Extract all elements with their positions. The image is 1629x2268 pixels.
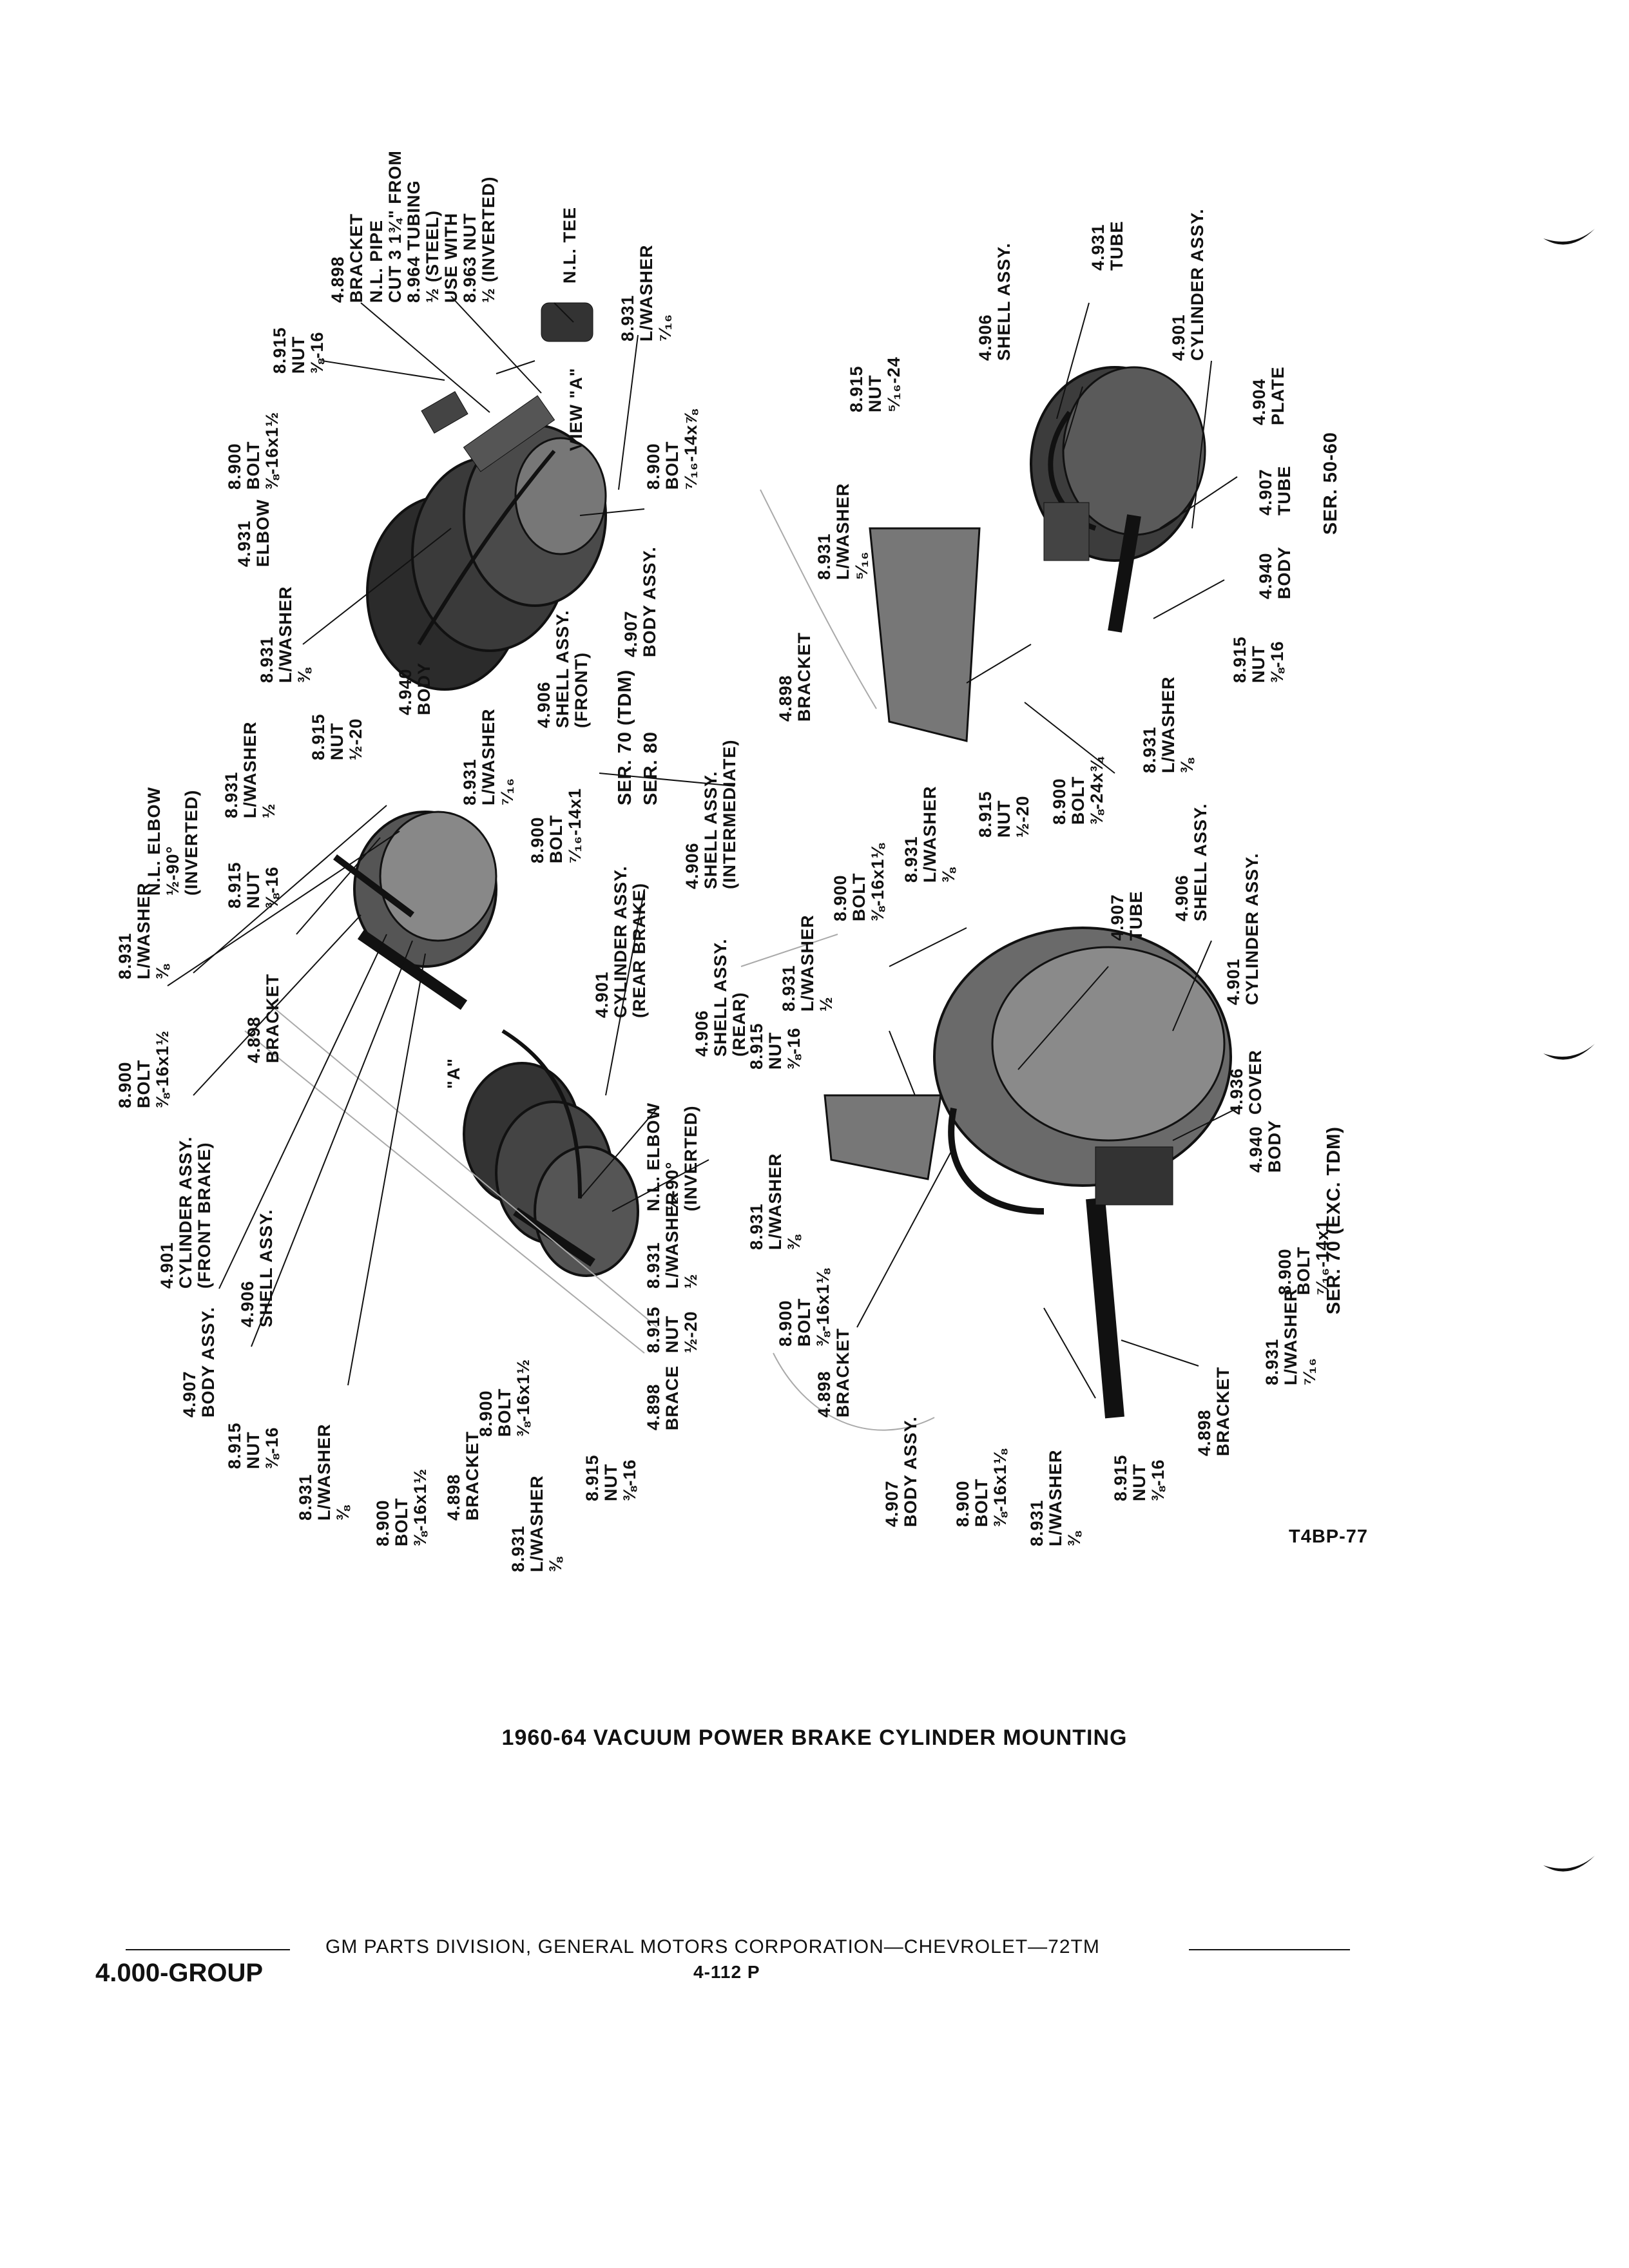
binder-mark-2: [1543, 1044, 1595, 1060]
label-nl-tee: N.L. TEE: [560, 206, 579, 284]
label-lwasher-r3: 8.931 L/WASHER ½: [779, 914, 836, 1012]
label-bracket-big: 4.898 BRACKET: [815, 1328, 853, 1418]
label-cover: 4.936 COVER: [1227, 1049, 1265, 1115]
label-lwasher-38-mid: 8.931 L/WASHER ⅜: [115, 882, 172, 979]
label-lwasher-low2: 8.931 L/WASHER ⅜: [508, 1475, 565, 1572]
label-a-mark: "A": [444, 1057, 463, 1089]
group-number: 4.000-GROUP: [95, 1959, 264, 1987]
label-ser-70-tdm: SER. 70 (TDM): [615, 669, 635, 805]
label-body-assy-l: 4.907 BODY ASSY.: [180, 1306, 218, 1418]
label-bolt-low2: 8.900 BOLT ⅜-16x1½: [476, 1358, 533, 1437]
label-lwasher-big: 8.931 L/WASHER ⅜: [747, 1153, 804, 1250]
label-shell-assy-l: 4.906 SHELL ASSY.: [238, 1209, 276, 1327]
label-nut-top: 8.915 NUT ⅜-16: [270, 327, 327, 374]
label-tube-big: 4.907 TUBE: [1108, 890, 1146, 941]
label-cyl-big: 4.901 CYLINDER ASSY.: [1224, 852, 1262, 1005]
label-nut-big: 8.915 NUT ⅜-16: [1111, 1454, 1168, 1501]
label-cyl-rear: 4.901 CYLINDER ASSY. (REAR BRAKE): [592, 865, 649, 1018]
label-bolt-low1: 8.900 BOLT ⅜-16x1½: [373, 1468, 430, 1546]
label-cyl-r-top: 4.901 CYLINDER ASSY.: [1169, 208, 1207, 361]
label-lwasher-r: 8.931 L/WASHER ⅜: [1140, 676, 1197, 773]
figure-caption: 1960-64 VACUUM POWER BRAKE CYLINDER MOUN…: [501, 1725, 1128, 1750]
label-bolt-r2: 8.900 BOLT ⅜-16x1⅛: [831, 843, 887, 921]
label-bolt-716: 8.900 BOLT ⁷⁄₁₆-14x⅞: [644, 409, 700, 490]
label-bracket-low1: 4.898 BRACKET: [444, 1431, 482, 1521]
label-bolt-716-1: 8.900 BOLT ⁷⁄₁₆-14x1: [528, 787, 584, 863]
label-body-mid: 4.940 BODY: [396, 662, 434, 715]
label-nut-low2: 8.915 NUT ⅜-16: [583, 1454, 639, 1501]
figure-code: T4BP-77: [1289, 1526, 1369, 1547]
label-bolt-mid: 8.900 BOLT ⅜-16x1½: [115, 1030, 172, 1108]
label-cyl-front: 4.901 CYLINDER ASSY. (FRONT BRAKE): [157, 1136, 214, 1289]
label-bolt-big3: 8.900 BOLT ⅜-16x1⅛: [953, 1448, 1010, 1527]
label-nut-516: 8.915 NUT ⁵⁄₁₆-24: [847, 356, 903, 412]
booster-right-top-drawing: [869, 366, 1206, 742]
label-nut-r2: 8.915 NUT ½-20: [976, 791, 1032, 838]
label-bracket-mid: 4.898 BRACKET: [244, 974, 282, 1063]
label-tube-r-mid: 4.907 TUBE: [1256, 465, 1294, 516]
label-bracket-big2: 4.898 BRACKET: [1195, 1367, 1233, 1456]
label-nut-mid: 8.915 NUT ⅜-16: [225, 861, 282, 908]
label-bolt-r: 8.900 BOLT ⅜-24x¾: [1050, 756, 1106, 825]
label-bracket-r: 4.898 BRACKET: [776, 632, 814, 722]
label-nl-elbow-top: N.L. ELBOW ½-90° (INVERTED): [144, 787, 201, 896]
label-lwasher-716-top: 8.931 L/WASHER ⁷⁄₁₆: [618, 244, 675, 341]
label-lwasher-516: 8.931 L/WASHER ⁵⁄₁₆: [815, 483, 871, 580]
label-plate: 4.904 PLATE: [1249, 366, 1287, 426]
label-body-top: 4.907 BODY ASSY.: [621, 546, 659, 657]
binder-mark-1: [1543, 229, 1595, 245]
label-nut-half20: 8.915 NUT ½-20: [309, 713, 365, 760]
label-shell-inter: 4.906 SHELL ASSY. (INTERMEDIATE): [682, 739, 739, 889]
label-lwasher-r2: 8.931 L/WASHER ⅜: [901, 785, 958, 883]
label-lwasher-big3: 8.931 L/WASHER ⅜: [1027, 1449, 1084, 1546]
label-lwasher-half: 8.931 L/WASHER ½: [222, 721, 278, 818]
label-nut-low1: 8.915 NUT ⅜-16: [225, 1422, 282, 1469]
footer-division: GM PARTS DIVISION, GENERAL MOTORS CORPOR…: [325, 1936, 1100, 1957]
footer-rule-right: [1189, 1949, 1350, 1950]
label-elbow-top: 4.931 ELBOW: [235, 499, 273, 568]
label-ser-80: SER. 80: [641, 731, 661, 805]
label-bolt-top: 8.900 BOLT ⅜-16x1½: [225, 411, 282, 490]
booster-middle-left-drawing: [333, 811, 497, 1010]
label-bolt-big2: 8.900 BOLT ⁷⁄₁₆-14x1: [1275, 1219, 1332, 1295]
label-tube-r-top: 4.931 TUBE: [1088, 220, 1126, 271]
label-lwasher-38-left: 8.931 L/WASHER ⅜: [257, 586, 314, 683]
label-nut-half20-low: 8.915 NUT ½-20: [644, 1306, 700, 1353]
booster-right-large-drawing: [824, 927, 1232, 1419]
label-lwasher-low1: 8.931 L/WASHER ⅜: [296, 1423, 352, 1521]
label-nl-elbow-low: N.L. ELBOW ½-90° (INVERTED): [644, 1102, 700, 1211]
label-body-r: 4.940 BODY: [1256, 546, 1294, 599]
label-nut-r: 8.915 NUT ⅜-16: [1230, 636, 1287, 683]
label-ser-50-60: SER. 50-60: [1320, 432, 1341, 535]
label-bracket-top: 4.898 BRACKET: [328, 213, 366, 303]
label-lwasher-big2: 8.931 L/WASHER ⁷⁄₁₆: [1262, 1288, 1319, 1385]
label-shell-big: 4.906 SHELL ASSY.: [1172, 803, 1210, 921]
label-body-assy-big: 4.907 BODY ASSY.: [882, 1416, 920, 1527]
label-nl-pipe: N.L. PIPE CUT 3 1¾" FROM 8.964 TUBING ½ …: [367, 150, 498, 303]
label-nut-r3: 8.915 NUT ⅜-16: [747, 1023, 804, 1070]
page-number: 4-112 P: [693, 1962, 760, 1982]
label-shell-r-top: 4.906 SHELL ASSY.: [976, 242, 1014, 361]
label-brace: 4.898 BRACE: [644, 1365, 682, 1430]
label-shell-rear: 4.906 SHELL ASSY. (REAR): [692, 938, 749, 1057]
label-view-a: VIEW "A": [566, 367, 586, 451]
binder-mark-3: [1543, 1856, 1595, 1872]
label-body-big: 4.940 BODY: [1246, 1119, 1284, 1173]
label-shell-front: 4.906 SHELL ASSY. (FRONT): [534, 610, 591, 728]
booster-upper-left-drawing: [366, 302, 607, 691]
footer-rule-left: [126, 1949, 290, 1950]
label-lwasher-716-mid: 8.931 L/WASHER ⁷⁄₁₆: [460, 708, 517, 805]
